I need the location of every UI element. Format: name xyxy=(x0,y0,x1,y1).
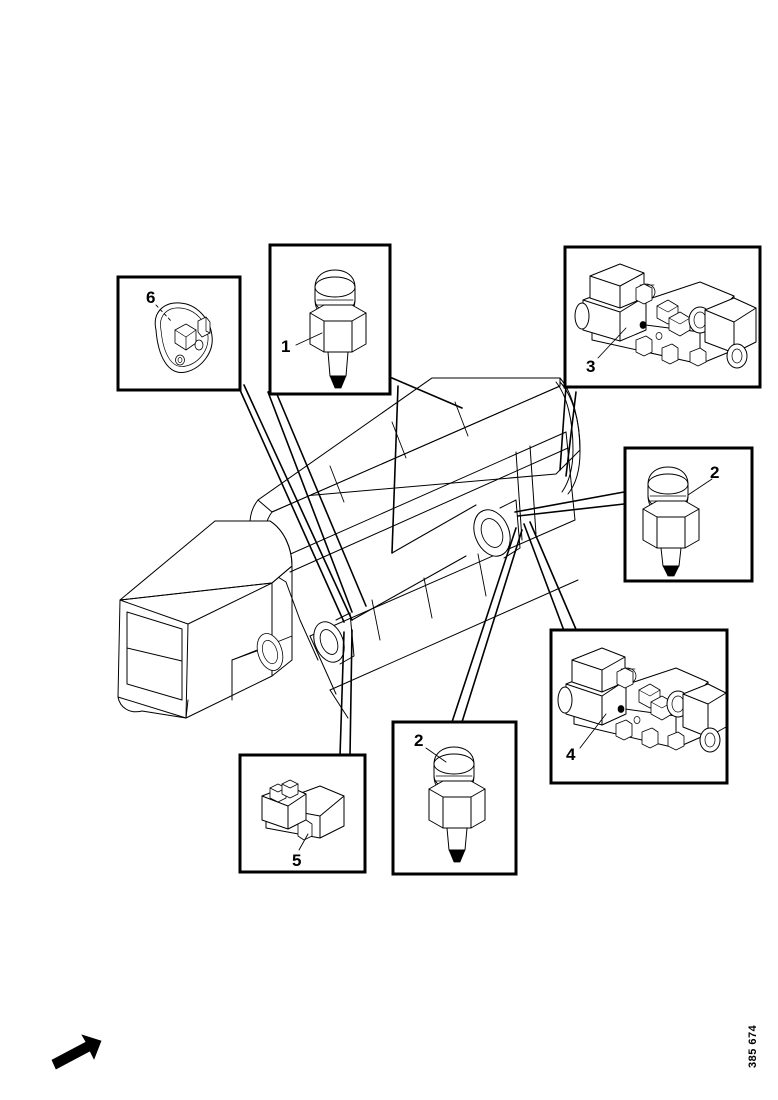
detail-box-3[interactable]: 3 xyxy=(563,245,762,389)
part-pressure-switch-2b xyxy=(428,746,486,863)
detail-box-2b[interactable]: 2 xyxy=(391,720,518,876)
svg-text:385 674: 385 674 xyxy=(747,1024,759,1068)
callout-label-2b: 2 xyxy=(414,731,423,750)
callout-label-4: 4 xyxy=(566,745,576,764)
detail-box-1[interactable]: 1 xyxy=(268,243,392,396)
part-valve-block-5 xyxy=(261,779,345,841)
forward-direction-arrow xyxy=(51,1034,102,1070)
part-pressure-switch-2 xyxy=(642,466,700,577)
callout-label-5: 5 xyxy=(292,851,301,870)
part-valve-block-3 xyxy=(574,263,757,369)
part-bracket-plate xyxy=(154,302,213,373)
rear-wheel xyxy=(473,499,521,559)
part-valve-block-4 xyxy=(557,647,727,753)
detail-box-4[interactable]: 4 xyxy=(549,628,729,785)
callout-label-6: 6 xyxy=(146,288,155,307)
callout-label-2: 2 xyxy=(710,463,719,482)
bus-body xyxy=(249,377,581,719)
callout-label-3: 3 xyxy=(586,357,595,376)
cab-module xyxy=(117,520,293,719)
sheet-code: 385 674 xyxy=(747,1024,759,1068)
vehicle-illustration xyxy=(117,377,581,719)
callout-label-1: 1 xyxy=(281,337,290,356)
detail-box-5[interactable]: 5 xyxy=(238,753,367,874)
leader-lines xyxy=(239,377,625,757)
detail-box-6[interactable]: 6 xyxy=(116,275,242,392)
part-pressure-switch-1 xyxy=(309,269,367,389)
front-wheel xyxy=(313,612,355,665)
detail-box-2[interactable]: 2 xyxy=(623,446,754,583)
